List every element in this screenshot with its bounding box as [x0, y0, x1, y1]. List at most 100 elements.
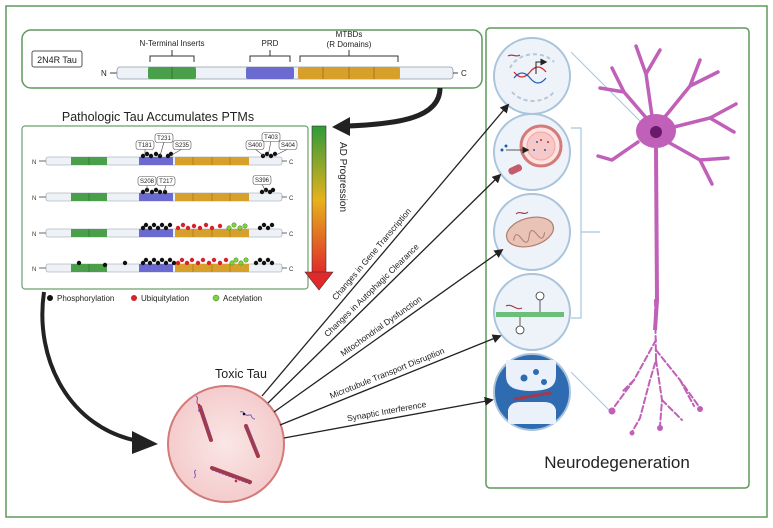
legend-phosphorylation-label: Phosphorylation: [57, 294, 114, 303]
ptm-mark: [261, 222, 267, 228]
ptm-site-label: S235: [175, 143, 190, 149]
ptm-mark: [140, 189, 146, 195]
ptm-mark: [191, 223, 197, 229]
ad-progression-arrow: AD Progression: [304, 125, 348, 291]
ptm-site-label: T403: [264, 135, 278, 141]
ptm-prd: [139, 193, 173, 201]
ptm-mark: [269, 222, 275, 228]
ptm-site-label: S400: [248, 143, 263, 149]
ptm-site-label: T181: [138, 143, 152, 149]
ptm-mark: [231, 222, 237, 228]
ptm-mark: [257, 257, 263, 263]
tau-isoform-label: 2N4R Tau: [37, 55, 77, 65]
nucleus-connector: [570, 51, 652, 133]
ptm-mark: [102, 262, 108, 268]
tau-monomer-2: [239, 411, 256, 420]
ptm-c-terminus: C: [289, 232, 294, 238]
ptm-site-tag: S400: [245, 140, 265, 157]
ptm-mark: [242, 223, 248, 229]
ptm-site-label: T217: [159, 179, 173, 185]
ptm-mark: [226, 225, 232, 231]
ptm-mark: [184, 260, 190, 266]
legend-ubiquitylation-dot: [131, 295, 137, 301]
ptm-mark: [162, 189, 168, 195]
ptm-mark: [233, 257, 239, 263]
ptm-mark: [197, 225, 203, 231]
ptm-mark: [195, 260, 201, 266]
tau-fibril-1: [198, 405, 213, 442]
ptm-mark: [163, 225, 169, 231]
neuron-axon-terminals: [611, 299, 701, 433]
ptm-mark: [155, 225, 161, 231]
ptm-mark: [147, 225, 153, 231]
ptm-site-tag: S208: [137, 176, 157, 192]
ptm-mark: [265, 257, 271, 263]
ptm-mark: [203, 222, 209, 228]
legend-acetylation-dot: [212, 294, 220, 302]
ptm-mark: [229, 260, 235, 266]
toxic-tau-label: Toxic Tau: [215, 367, 267, 381]
ptm-mark: [175, 225, 181, 231]
ptm-mark: [269, 260, 275, 266]
curved-arrow-to-ptm: [347, 87, 443, 129]
tau-fibril-2: [244, 424, 260, 458]
mechanism-mitochondria-circle: [493, 193, 571, 271]
prd-domain: [246, 67, 294, 79]
neuron-nucleus: [650, 126, 662, 138]
ptm-row-3-marks: [226, 222, 248, 231]
n-terminal-inserts-label: N-Terminal Inserts: [140, 39, 205, 48]
legend-phosphorylation-dot: [47, 295, 53, 301]
ptm-mark: [167, 257, 173, 263]
ptm-mark: [151, 222, 157, 228]
ptm-c-terminus: C: [289, 160, 294, 166]
ptm-mark: [243, 257, 249, 263]
ptm-mark: [237, 225, 243, 231]
ptm-row-3-marks: [175, 222, 223, 231]
ptm-prd: [139, 229, 173, 237]
ptm-mark: [217, 223, 223, 229]
ptm-mark: [185, 225, 191, 231]
ptm-mark: [122, 260, 128, 266]
ptm-mark: [206, 260, 212, 266]
ptm-mark: [144, 151, 150, 157]
ptm-site-tag: S396: [252, 175, 272, 193]
curved-arrow-to-toxic-tau: [40, 291, 139, 443]
ptm-mark: [143, 257, 149, 263]
ptm-row-4-marks: [229, 257, 249, 266]
ptm-site-label: S396: [255, 178, 270, 184]
ptm-site-tag: T231: [154, 133, 174, 157]
ptm-mark: [143, 222, 149, 228]
ptm-mark: [270, 187, 276, 193]
ptm-mark: [76, 260, 82, 266]
ptm-row-4-marks: [76, 257, 275, 268]
neuron-dendrites: [596, 44, 738, 186]
mtbd-label: MTBDs: [336, 30, 363, 39]
neurodegeneration-label: Neurodegeneration: [544, 453, 690, 472]
ptm-mark: [140, 153, 146, 159]
ptm-mark: [155, 260, 161, 266]
dna-strand-2: [513, 72, 547, 84]
ptm-c-terminus: C: [289, 196, 294, 202]
ptm-prd: [139, 157, 173, 165]
tau-isoform-box: [31, 50, 83, 68]
ptm-mark: [263, 187, 269, 193]
ptm-site-tag: T217: [156, 176, 176, 193]
ptm-mark: [259, 189, 265, 195]
postsynaptic-terminal: [508, 402, 556, 424]
legend-ubiquitylation-label: Ubiquitylation: [141, 294, 189, 303]
tau-c-terminus: C: [461, 69, 467, 78]
ptm-mark: [253, 260, 259, 266]
ptm-mark: [157, 189, 163, 195]
presynaptic-terminal: [506, 360, 556, 391]
ptm-mark: [265, 225, 271, 231]
tau-fibril-3: [210, 466, 252, 485]
neuron-illustration: [596, 44, 738, 436]
microtubule: [496, 312, 564, 317]
tau-domain-panel: 2N4R Tau N C N-Terminal Inserts PRD MTBD…: [21, 29, 483, 89]
